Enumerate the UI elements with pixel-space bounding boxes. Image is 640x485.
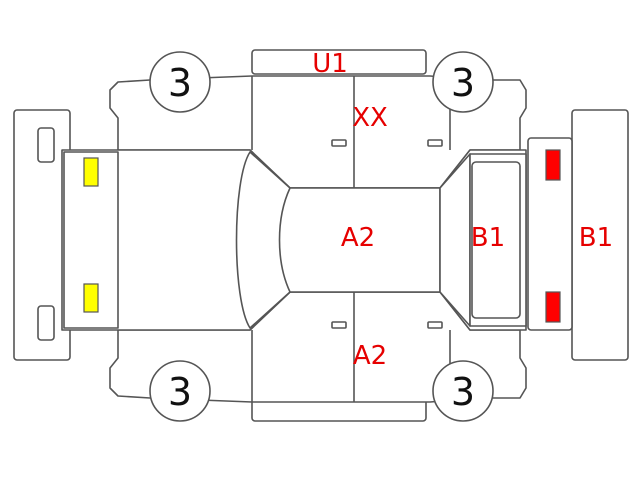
door-handle-4 xyxy=(427,321,443,329)
tire-grade-front-right: 3 xyxy=(451,61,475,105)
wheel-front-left xyxy=(149,51,211,113)
trunk-lid xyxy=(469,153,527,327)
mark-rear-window: B1 xyxy=(471,223,505,253)
wheel-rear-left xyxy=(149,360,211,422)
wheel-rear-right xyxy=(432,360,494,422)
windshield xyxy=(235,151,291,329)
rear-lamp-lower xyxy=(545,291,561,323)
mark-roof-panel: A2 xyxy=(341,223,375,253)
tire-grade-rear-right: 3 xyxy=(451,370,475,414)
car-side-upper xyxy=(109,75,527,189)
door-handle-2 xyxy=(427,139,443,147)
roof-panel xyxy=(278,187,441,293)
door-handle-1 xyxy=(331,139,347,147)
tire-grade-front-left: 3 xyxy=(168,61,192,105)
mark-lower-doors: A2 xyxy=(353,341,387,371)
wheel-front-right xyxy=(432,51,494,113)
door-handle-3 xyxy=(331,321,347,329)
mark-rear-bumper: B1 xyxy=(579,223,613,253)
front-lamp-lower xyxy=(83,283,99,313)
car-side-lower xyxy=(109,291,527,403)
rear-lamp-housing xyxy=(527,137,573,331)
tire-grade-rear-left: 3 xyxy=(168,370,192,414)
roof-strip-top xyxy=(251,49,427,75)
rear-lamp-upper xyxy=(545,149,561,181)
front-lamp-upper xyxy=(83,157,99,187)
rear-window-glass xyxy=(471,161,521,319)
mark-roof-upper: U1 xyxy=(312,49,348,79)
mark-upper-doors: XX xyxy=(352,103,388,133)
